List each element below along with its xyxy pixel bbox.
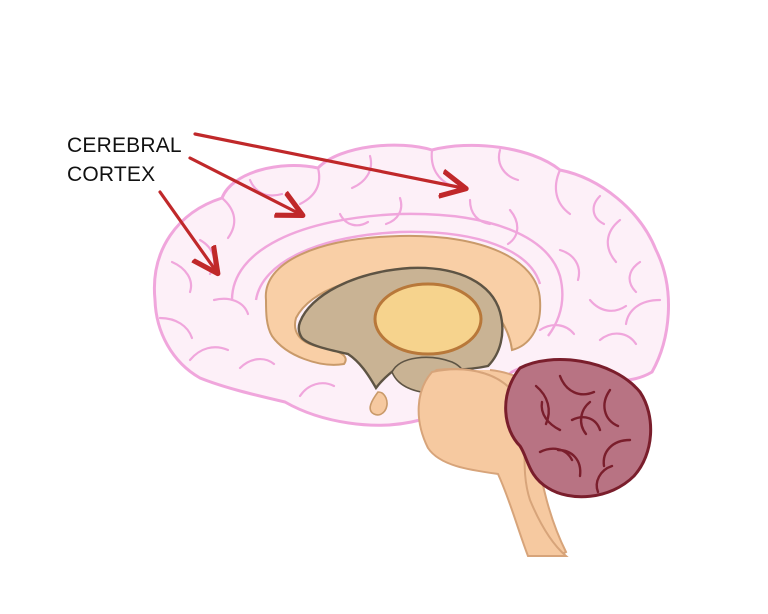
- label-line-2: CORTEX: [67, 163, 155, 186]
- cingulate-gyrus: [230, 212, 564, 337]
- cerebral-cortex-label: CEREBRAL CORTEX: [67, 134, 182, 186]
- label-arrows: [158, 132, 463, 271]
- cingulate-inner-line: [254, 230, 542, 301]
- pituitary: [369, 391, 388, 416]
- cerebellum-folia: [534, 374, 632, 494]
- cerebellum: [504, 358, 653, 499]
- arrow-to-mid-cortex: [188, 156, 300, 214]
- thalamus: [373, 282, 483, 356]
- arrow-to-top-cortex: [193, 132, 463, 188]
- label-line-1: CEREBRAL: [67, 134, 182, 157]
- arrow-to-front-cortex: [158, 190, 216, 271]
